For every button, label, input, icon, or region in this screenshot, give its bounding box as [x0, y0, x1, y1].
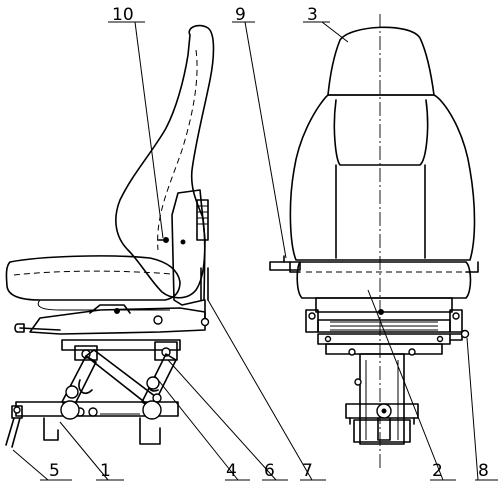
side-recliner-plate [171, 189, 206, 306]
side-view [5, 24, 215, 448]
front-lever-9 [269, 261, 301, 271]
callout-8: 8 [478, 461, 489, 481]
leader-lines [12, 21, 498, 481]
callout-10: 10 [112, 5, 134, 25]
callout-labels: 10 9 3 5 1 4 6 7 2 8 [49, 5, 489, 481]
callout-4: 4 [226, 461, 237, 481]
callout-3: 3 [307, 5, 318, 25]
side-backrest-outline [115, 24, 215, 299]
front-cushion [296, 261, 472, 299]
side-upper-rail [61, 339, 181, 351]
front-view [269, 14, 479, 470]
side-knob-10 [163, 237, 169, 243]
side-recliner-housing [196, 199, 209, 241]
front-headrest [327, 26, 435, 96]
front-backrest [289, 94, 476, 261]
side-lever-knob-7 [200, 317, 210, 327]
callout-1: 1 [100, 461, 111, 481]
side-cushion [5, 255, 181, 301]
callout-5: 5 [49, 461, 60, 481]
callout-6: 6 [264, 461, 275, 481]
callout-7: 7 [302, 461, 313, 481]
front-pivot-8 [460, 329, 470, 339]
side-bolt-1 [180, 239, 186, 245]
callout-9: 9 [235, 5, 246, 25]
front-center-column [359, 353, 405, 445]
side-foreaft-handle [14, 323, 61, 333]
side-backrest-inner [157, 49, 198, 251]
callout-2: 2 [432, 461, 443, 481]
side-front-handle [5, 405, 23, 448]
